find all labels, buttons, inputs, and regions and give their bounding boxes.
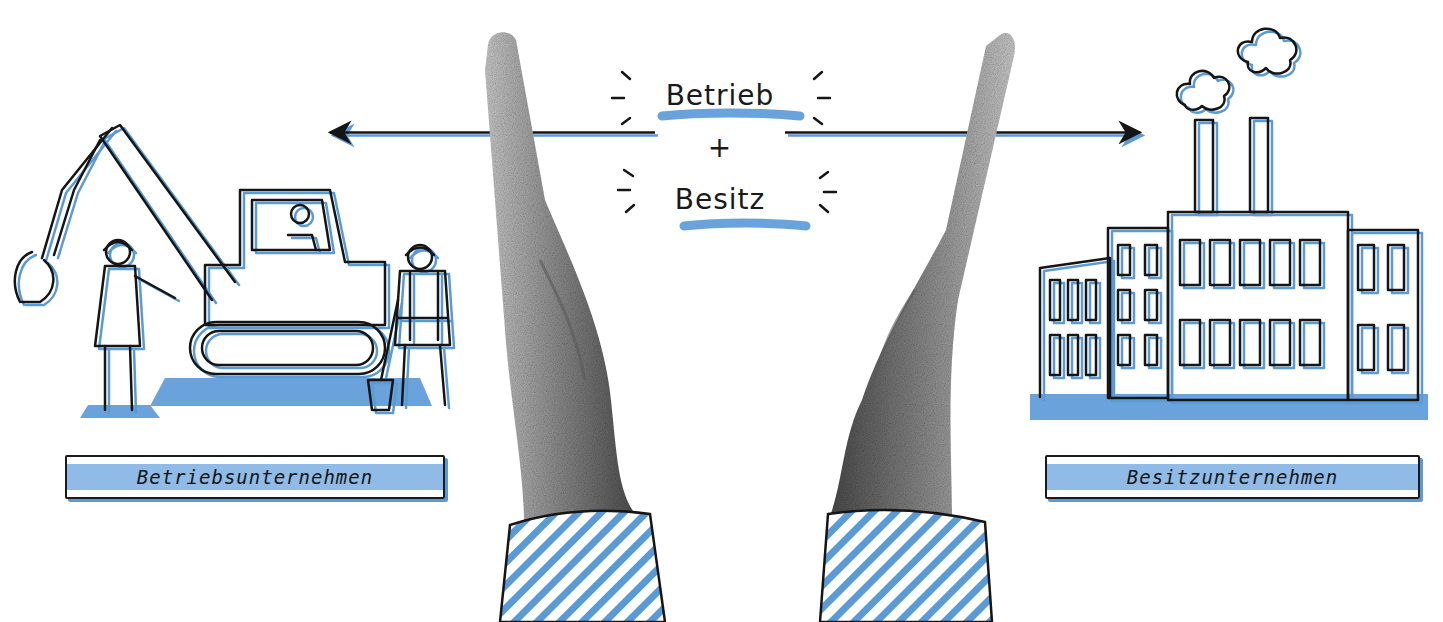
highlight-stroke (684, 223, 806, 226)
highlight-stroke (662, 113, 800, 116)
excavator-echo (19, 128, 454, 413)
band-label: Besitzunternehmen (1127, 466, 1338, 488)
connector-echo (788, 134, 1143, 137)
label-band: Besitzunternehmen (1045, 455, 1420, 499)
ground-shadow (80, 405, 160, 418)
illustration-region: Besitzunternehmen (1140, 120, 1420, 520)
hand-crease (540, 260, 585, 380)
right-sleeve (820, 510, 992, 622)
connector-echo (333, 134, 658, 137)
concept-label: Betrieb + Besitz (655, 70, 785, 226)
excavator-scene (15, 125, 450, 410)
hand-crease (872, 290, 915, 390)
illustration-region: Betriebsunternehmen (60, 120, 330, 520)
arrow-connector (330, 131, 655, 134)
factory (1040, 29, 1418, 400)
band-label: Betriebsunternehmen (137, 466, 373, 488)
factory-echo (1044, 32, 1422, 403)
right-hand (828, 33, 1015, 522)
left-hand (485, 32, 642, 522)
arrow-connector (785, 131, 1140, 134)
left-sleeve (500, 511, 665, 622)
ground-shadow (150, 378, 432, 406)
label-band: Betriebsunternehmen (65, 455, 445, 499)
ground-shadow (1030, 394, 1428, 420)
concept-text-group: Betrieb + Besitz (655, 70, 785, 230)
